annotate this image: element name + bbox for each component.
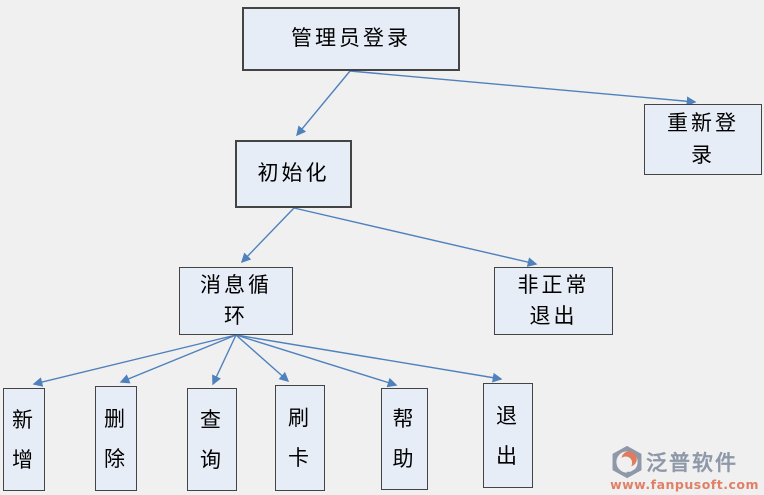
node-exit: 退 出 <box>483 383 533 488</box>
edge-msgloop-to-query <box>212 334 237 386</box>
edge-init-to-msgloop <box>240 207 295 264</box>
node-help: 帮 助 <box>381 388 428 490</box>
edge-msgloop-to-swipe <box>235 334 290 382</box>
edge-msgloop-to-add <box>32 334 237 387</box>
edge-admin-to-relogin <box>349 70 697 107</box>
edge-admin-to-init <box>296 70 351 137</box>
node-delete: 删 除 <box>95 386 137 491</box>
edge-msgloop-to-help <box>235 334 398 388</box>
edge-msgloop-to-exit <box>235 334 503 383</box>
node-re-login: 重新登 录 <box>644 104 762 175</box>
node-swipe-card: 刷 卡 <box>275 385 325 491</box>
node-message-loop: 消息循 环 <box>179 267 293 335</box>
node-abnormal-exit: 非正常 退出 <box>494 267 613 335</box>
fanpu-url-text: www.fanpusoft.com <box>610 477 759 492</box>
node-admin-login: 管理员登录 <box>242 7 460 71</box>
node-initialization: 初始化 <box>235 140 352 208</box>
fanpu-logo-icon <box>612 445 642 479</box>
node-query: 查 询 <box>187 388 237 491</box>
edge-msgloop-to-delete <box>119 334 237 384</box>
fanpu-watermark: 泛普软件 www.fanpusoft.com <box>610 445 759 492</box>
node-add: 新 增 <box>3 388 45 491</box>
fanpu-brand-text: 泛普软件 <box>646 451 739 475</box>
edge-init-to-abnormal <box>293 207 538 267</box>
